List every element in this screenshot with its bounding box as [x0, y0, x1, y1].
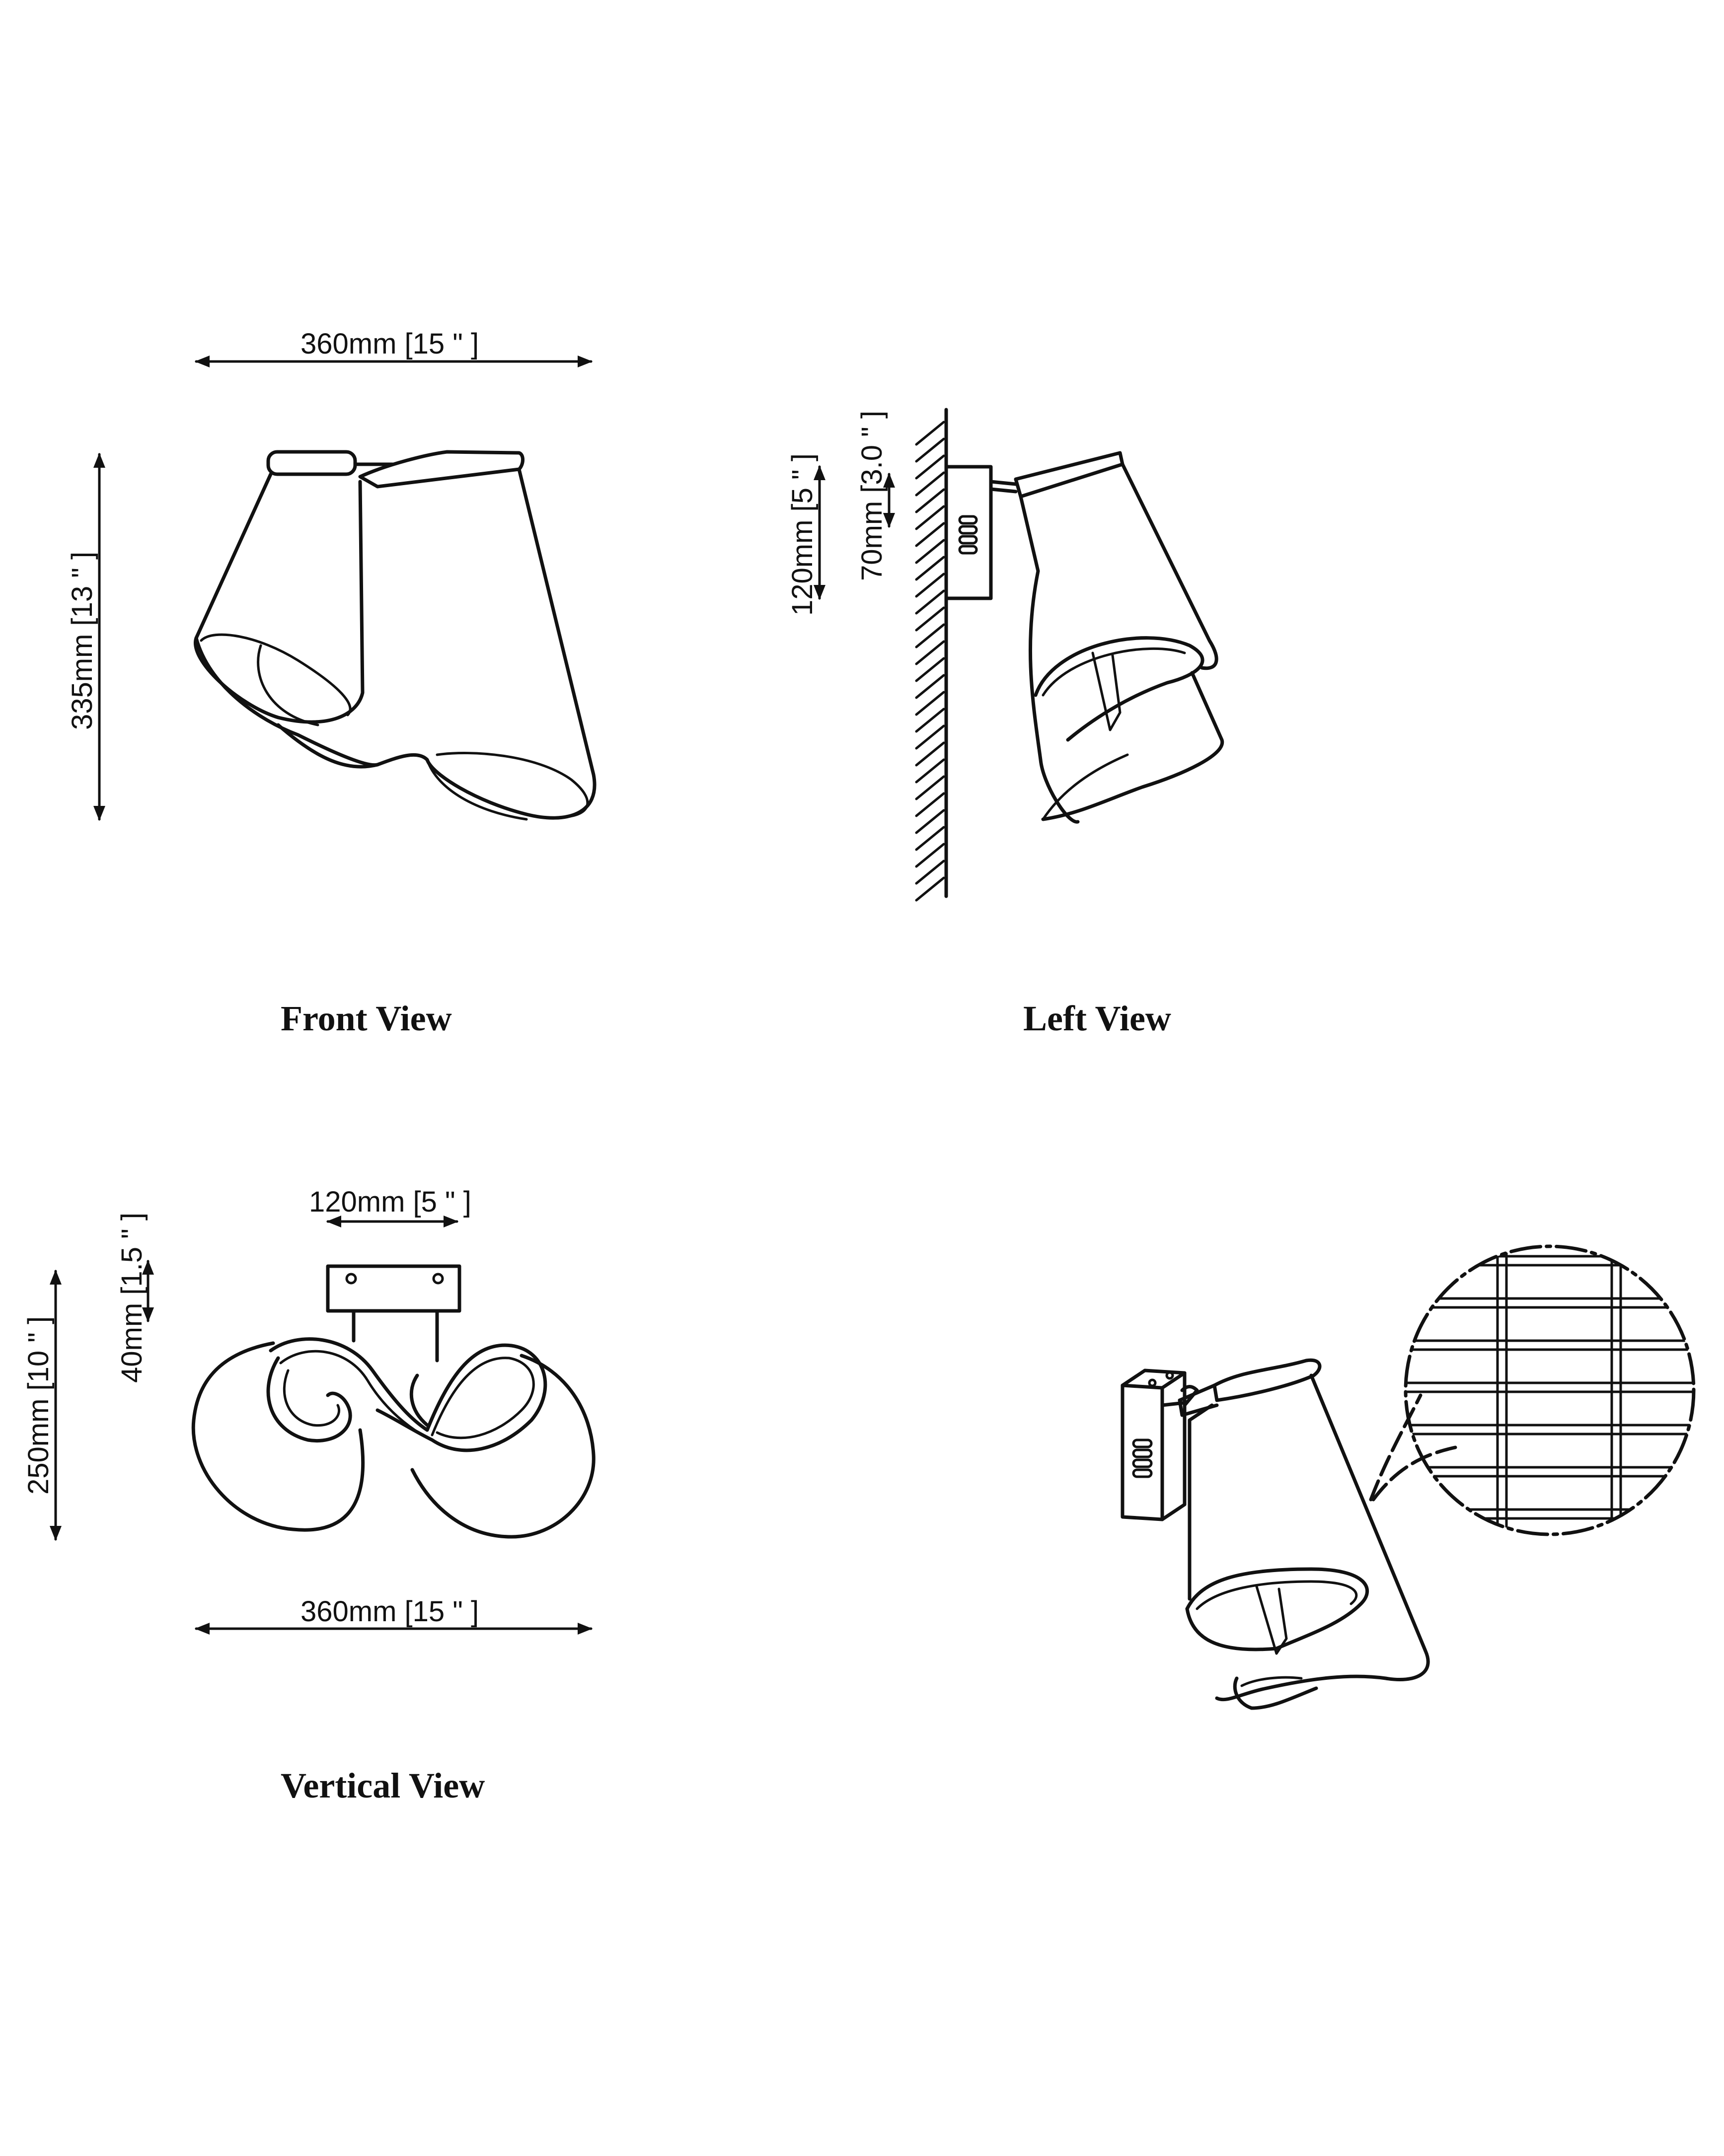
- detail-callout-circle: [1404, 1244, 1696, 1536]
- hatch-stroke: [915, 775, 945, 800]
- hatch-stroke: [915, 437, 945, 463]
- hatch-stroke: [915, 623, 945, 648]
- front-lamp-drawing: [194, 450, 597, 821]
- hatch-stroke: [915, 589, 945, 615]
- depth-label: 250mm [10 " ]: [22, 1316, 55, 1495]
- hatch-stroke: [915, 454, 945, 480]
- wall-hatching: [915, 421, 945, 902]
- left-view: 120mm [5 " ] 70mm [3.0 " ] Left View: [786, 408, 1224, 1038]
- front-view-title: Front View: [281, 999, 452, 1038]
- hatch-stroke: [915, 657, 945, 682]
- mount-width-label: 120mm [5 " ]: [309, 1186, 471, 1218]
- backplate-dimension-label: 120mm [5 " ]: [786, 453, 819, 616]
- vertical-view-title: Vertical View: [281, 1766, 485, 1805]
- front-view: 360mm [15 " ] 335mm [13 " ] Front View: [66, 328, 597, 1038]
- vertical-width-label: 360mm [15 " ]: [300, 1595, 479, 1628]
- hatch-stroke: [915, 860, 945, 885]
- hatch-stroke: [915, 471, 945, 497]
- hatch-stroke: [915, 573, 945, 598]
- hatch-stroke: [915, 876, 945, 902]
- hatch-stroke: [915, 522, 945, 547]
- hatch-stroke: [915, 640, 945, 665]
- wall-backplate: [944, 465, 993, 600]
- hatch-stroke: [915, 809, 945, 834]
- hatch-stroke: [915, 843, 945, 868]
- arm-dimension-label: 70mm [3.0 " ]: [856, 411, 888, 581]
- material-grid-detail: [1406, 1246, 1694, 1534]
- hatch-stroke: [915, 539, 945, 564]
- hatch-stroke: [915, 421, 945, 446]
- hatch-stroke: [915, 724, 945, 750]
- perspective-vent-icon: [1132, 1438, 1153, 1478]
- vertical-lamp-drawing: [191, 1264, 596, 1539]
- hatch-stroke: [915, 708, 945, 733]
- mount-depth-label: 40mm [1.5 " ]: [116, 1213, 148, 1383]
- hatch-stroke: [915, 792, 945, 817]
- callout-leader: [1369, 1393, 1423, 1502]
- hatch-stroke: [915, 691, 945, 716]
- left-lamp-drawing: [1014, 451, 1224, 824]
- hatch-stroke: [915, 826, 945, 851]
- front-height-label: 335mm [13 " ]: [66, 552, 98, 730]
- left-view-title: Left View: [1023, 999, 1171, 1038]
- hatch-stroke: [915, 606, 945, 632]
- hatch-stroke: [915, 488, 945, 513]
- hatch-stroke: [915, 741, 945, 767]
- backplate-vent-icon: [958, 515, 978, 555]
- hatch-stroke: [915, 758, 945, 784]
- hatch-stroke: [915, 674, 945, 699]
- hatch-stroke: [915, 556, 945, 581]
- vertical-view: 120mm [5 " ] 40mm [1.5 " ] 250mm [10 " ]…: [22, 1186, 596, 1805]
- front-width-label: 360mm [15 " ]: [300, 328, 479, 360]
- perspective-view: [1121, 1244, 1696, 1710]
- hatch-stroke: [915, 505, 945, 530]
